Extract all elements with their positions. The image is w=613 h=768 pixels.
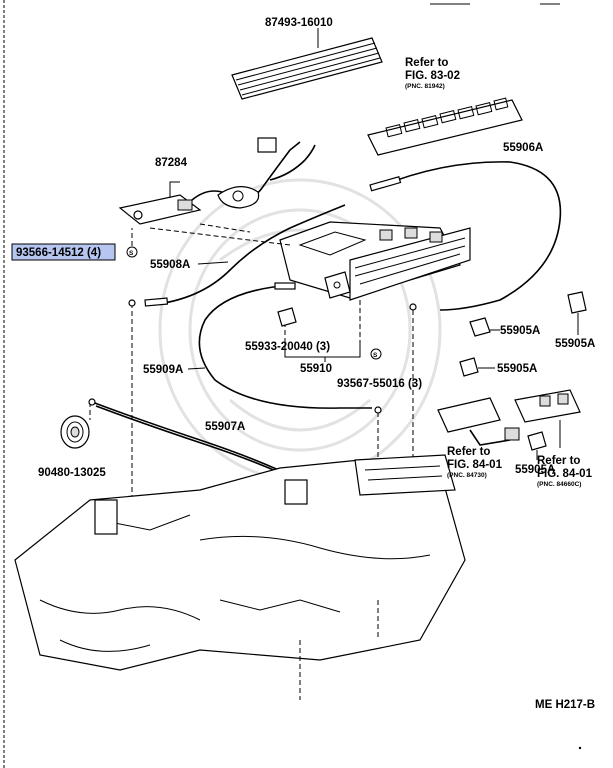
grille-87493[interactable] — [231, 37, 383, 100]
label-93567-55016[interactable]: 93567-55016 (3) — [337, 378, 422, 390]
label-refer-83-02-pnc: (PNC. 81942) — [405, 83, 445, 90]
clip-55933[interactable] — [277, 307, 297, 327]
label-refer-83-02-line1: Refer to — [405, 57, 448, 69]
knob-55905A-top[interactable] — [567, 291, 587, 335]
label-55905A-bottom[interactable]: 55905A — [515, 464, 555, 476]
switch-84730[interactable] — [437, 397, 520, 446]
highlight-box — [11, 243, 116, 261]
label-87493-16010[interactable]: 87493-16010 — [265, 17, 333, 29]
svg-text:S: S — [373, 352, 378, 359]
label-55933-20040[interactable]: 55933-20040 (3) — [245, 341, 330, 353]
label-55905A-low[interactable]: 55905A — [497, 363, 537, 375]
label-55907A[interactable]: 55907A — [205, 421, 245, 433]
label-55906A[interactable]: 55906A — [503, 142, 543, 154]
screw-93567-symbol[interactable]: S — [370, 348, 382, 360]
screw-93566-symbol[interactable]: S — [126, 228, 138, 258]
label-55909A[interactable]: 55909A — [143, 364, 183, 376]
label-55905A-mid[interactable]: 55905A — [500, 325, 540, 337]
label-refer-84-01a-line2[interactable]: FIG. 84-01 — [447, 459, 503, 471]
dot-mark — [578, 746, 582, 750]
label-55905A-top[interactable]: 55905A — [555, 338, 595, 350]
knob-55905A-low[interactable] — [459, 357, 495, 377]
knob-55905A-mid[interactable] — [469, 317, 500, 337]
sensor-87284[interactable] — [118, 137, 316, 225]
grommet-90480[interactable] — [60, 415, 90, 449]
label-55908A[interactable]: 55908A — [150, 259, 190, 271]
control-panel-plate[interactable] — [367, 97, 523, 156]
page-frame — [3, 0, 560, 768]
label-87284[interactable]: 87284 — [155, 157, 188, 169]
switch-84660C[interactable] — [514, 389, 581, 448]
label-refer-84-01a-pnc: (PNC. 84730) — [447, 472, 487, 479]
diagram-id: ME H217-B — [535, 699, 595, 711]
label-refer-84-01a-line1: Refer to — [447, 446, 490, 458]
cable-55908A[interactable] — [144, 204, 346, 307]
label-refer-84-01b-line2[interactable]: FIG. 84-01 — [537, 468, 593, 480]
label-refer-84-01b-pnc: (PNC. 84660C) — [537, 481, 581, 488]
cable-55906A[interactable] — [369, 161, 562, 311]
label-refer-83-02-line2[interactable]: FIG. 83-02 — [405, 70, 460, 82]
control-assembly-55910[interactable] — [279, 221, 471, 301]
heater-unit-housing — [14, 454, 466, 700]
label-93566-14512[interactable]: 93566-14512 (4) — [16, 247, 101, 259]
label-refer-84-01b-line1: Refer to — [537, 455, 580, 467]
label-90480-13025[interactable]: 90480-13025 — [38, 467, 106, 479]
knob-55905A-bottom[interactable] — [527, 431, 547, 460]
cable-55909A[interactable] — [198, 282, 372, 409]
label-55910[interactable]: 55910 — [300, 363, 332, 375]
watermark-seal — [158, 178, 442, 482]
svg-text:S: S — [129, 250, 134, 257]
